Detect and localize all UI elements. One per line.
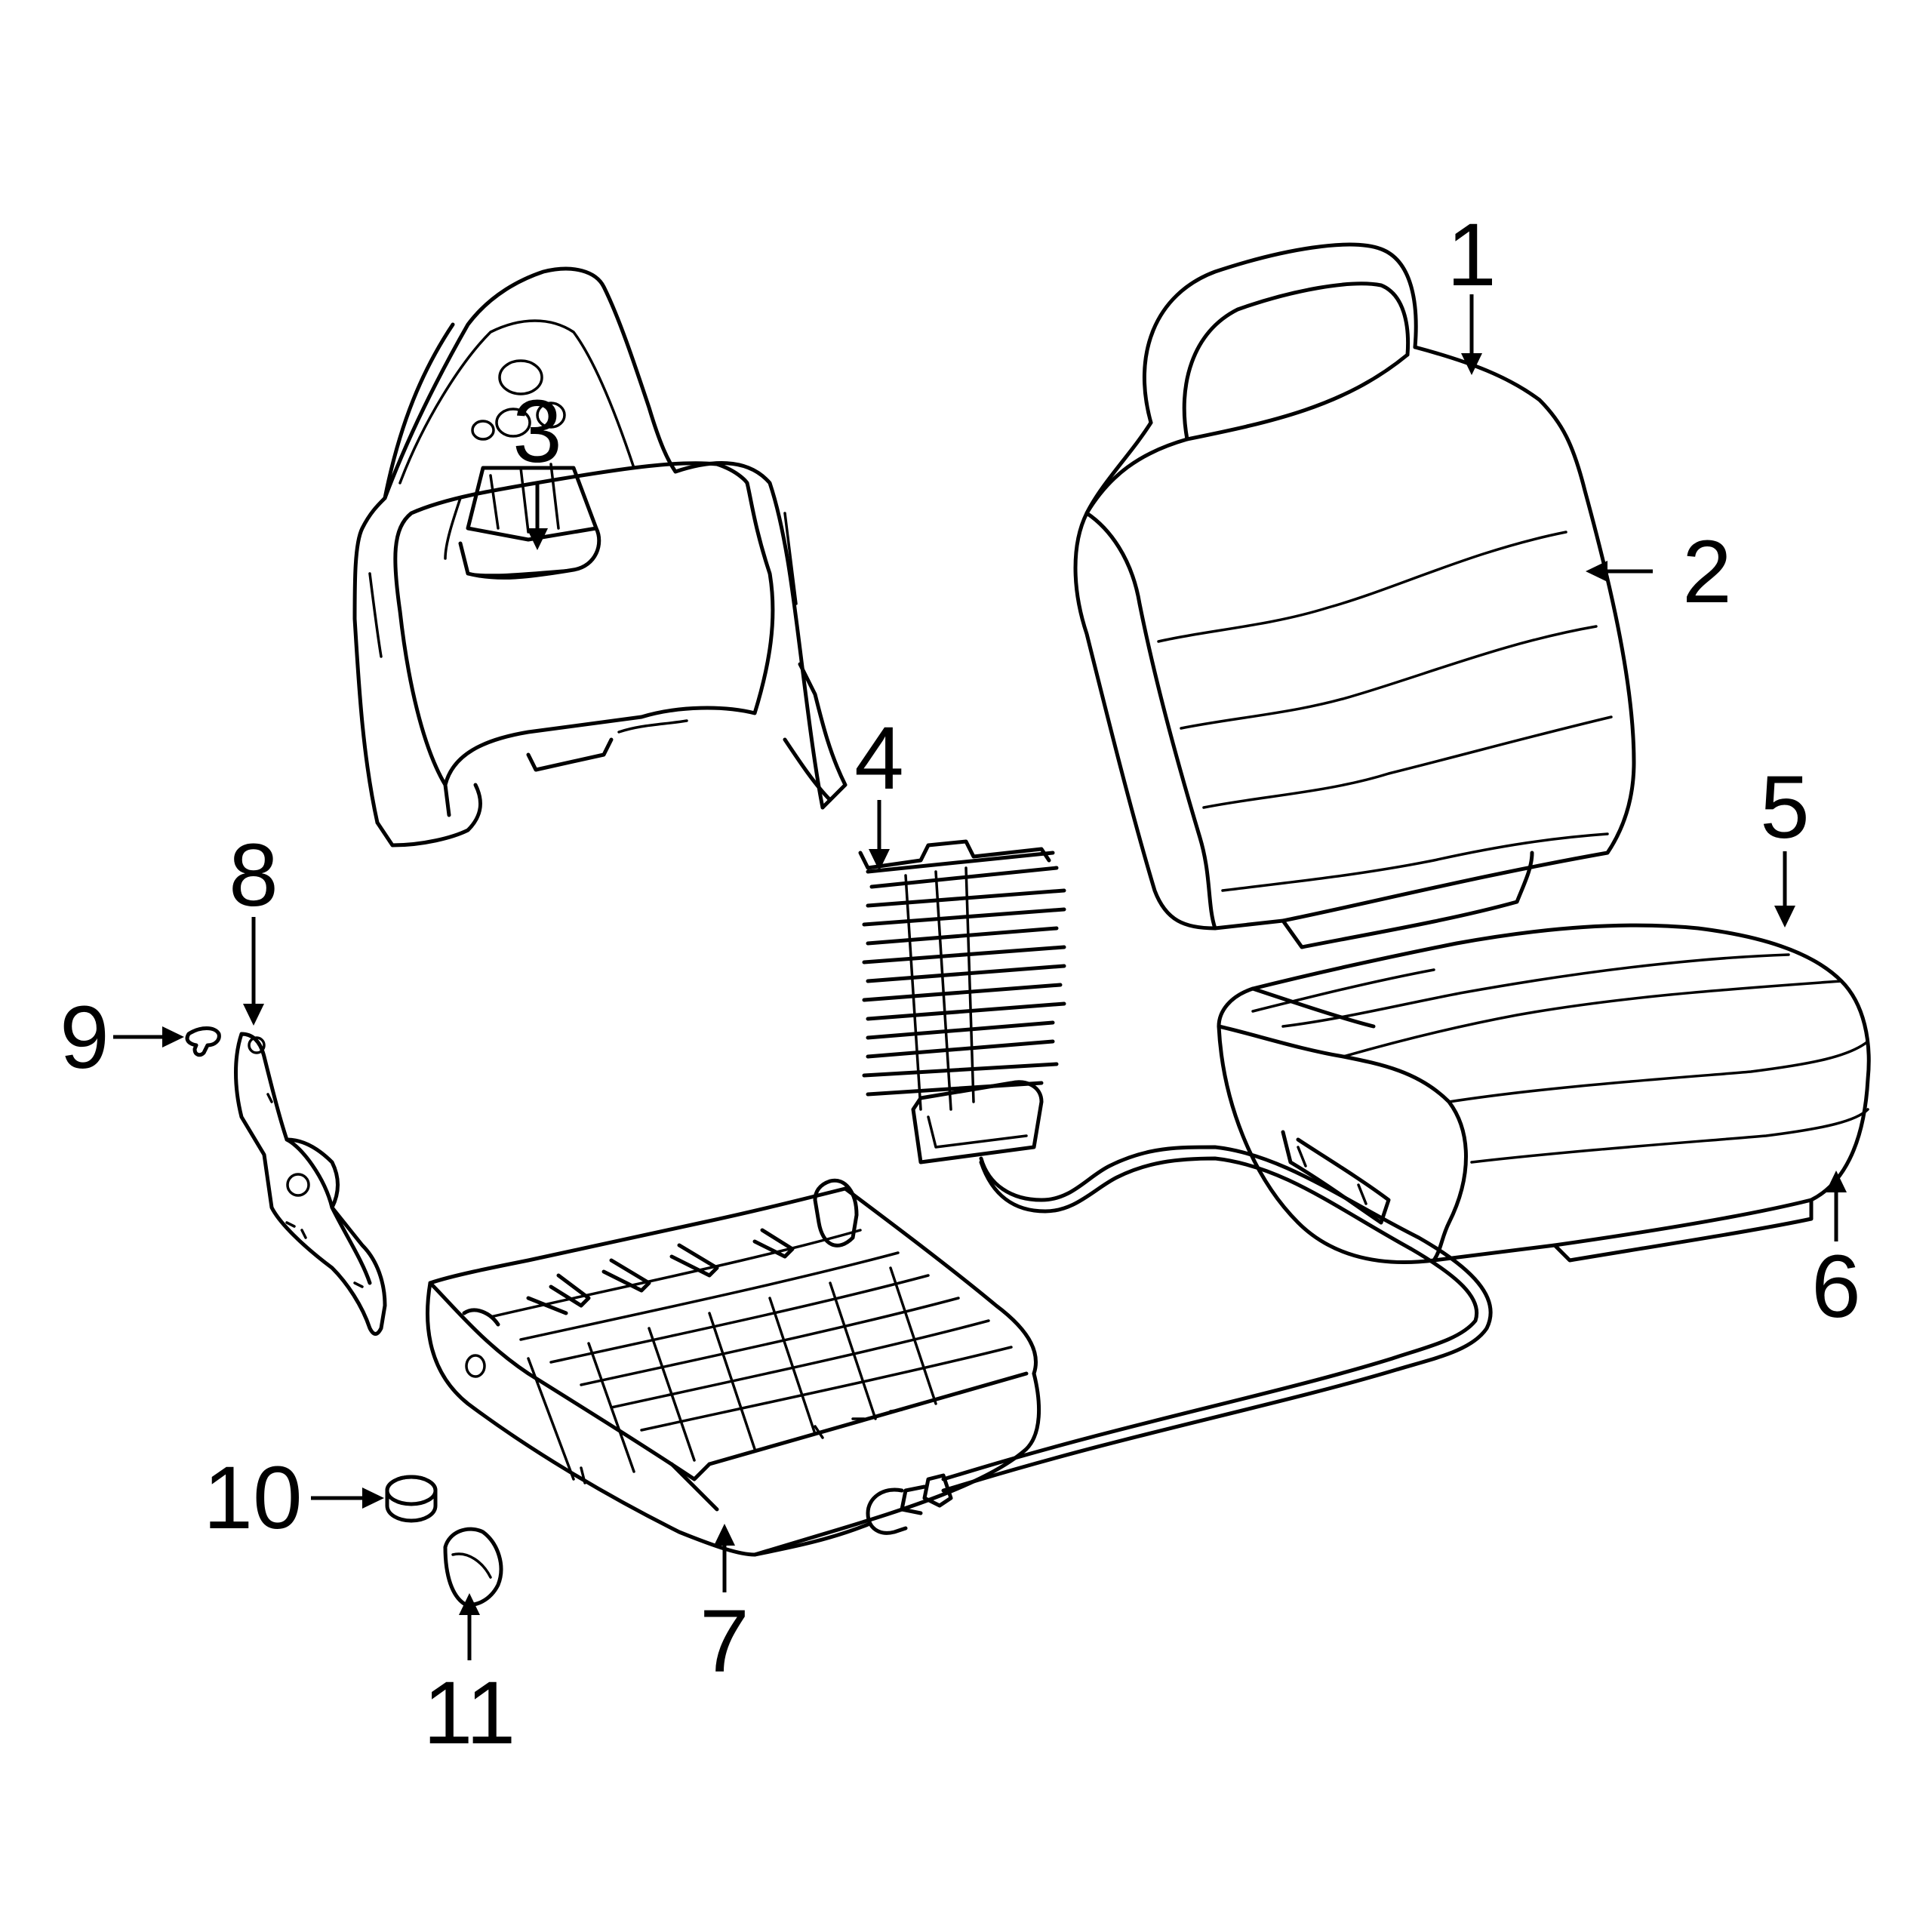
callout-10: 10: [203, 1448, 302, 1548]
end-cap: [385, 1475, 438, 1523]
seat-back-cushion: [1073, 242, 1636, 949]
seat-cushion-frame: [426, 1178, 1041, 1557]
callout-1: 1: [1447, 205, 1497, 305]
screw-clip: [185, 1026, 221, 1057]
callout-6: 6: [1811, 1237, 1861, 1337]
callout-labels: 1 2 3 4 5 6 7 8 9 10 11: [60, 205, 1861, 1763]
callout-8: 8: [229, 826, 278, 925]
callout-11: 11: [423, 1663, 516, 1763]
callout-4: 4: [854, 709, 904, 808]
callout-2: 2: [1682, 522, 1732, 622]
seat-back-frame: [352, 266, 848, 848]
adjuster-knob: [443, 1527, 503, 1607]
seat-cushion: [1217, 923, 1871, 1264]
callout-5: 5: [1760, 758, 1810, 857]
callout-arrows: [113, 294, 1847, 1660]
callout-3: 3: [512, 382, 562, 481]
callout-9: 9: [60, 988, 109, 1088]
lumbar-spring-assembly: [858, 839, 1493, 1535]
callout-7: 7: [700, 1592, 749, 1691]
recliner-bracket: [234, 1032, 387, 1336]
